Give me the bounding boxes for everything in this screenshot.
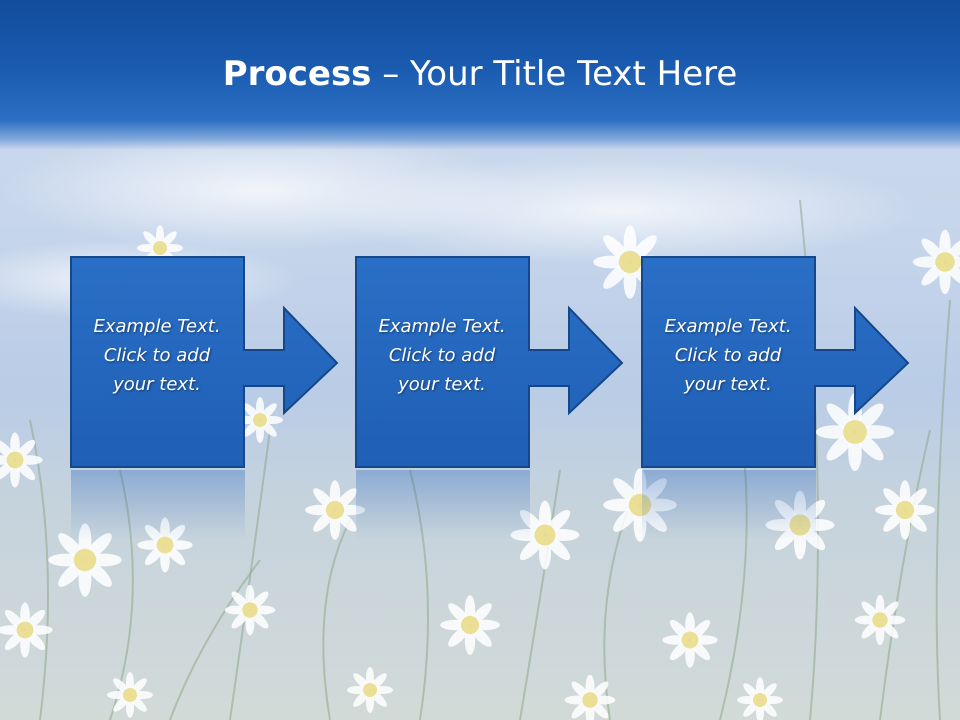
step-line-2: Click to add [674,345,782,366]
step-line-3: your text. [398,374,486,395]
arrow-box-shape [355,256,624,468]
process-step-2[interactable]: Example Text. Click to add your text. [355,256,695,470]
step-reflection [71,470,245,540]
step-line-3: your text. [113,374,201,395]
step-reflection [642,470,816,540]
step-line-2: Click to add [103,345,211,366]
step-line-1: Example Text. [93,316,221,337]
step-line-3: your text. [684,374,772,395]
process-step-3[interactable]: Example Text. Click to add your text. [641,256,960,470]
step-text[interactable]: Example Text. Click to add your text. [643,312,813,399]
step-line-1: Example Text. [378,316,506,337]
arrow-box-shape [641,256,910,468]
process-step-1[interactable]: Example Text. Click to add your text. [70,256,410,470]
step-reflection [356,470,530,540]
title-bold: Process [222,54,372,94]
step-text[interactable]: Example Text. Click to add your text. [357,312,527,399]
arrow-box-shape [70,256,339,468]
step-line-1: Example Text. [664,316,792,337]
title-bar [0,0,960,150]
slide-title[interactable]: Process – Your Title Text Here [0,52,960,96]
step-line-2: Click to add [388,345,496,366]
title-rest: – Your Title Text Here [371,54,738,94]
step-text[interactable]: Example Text. Click to add your text. [72,312,242,399]
